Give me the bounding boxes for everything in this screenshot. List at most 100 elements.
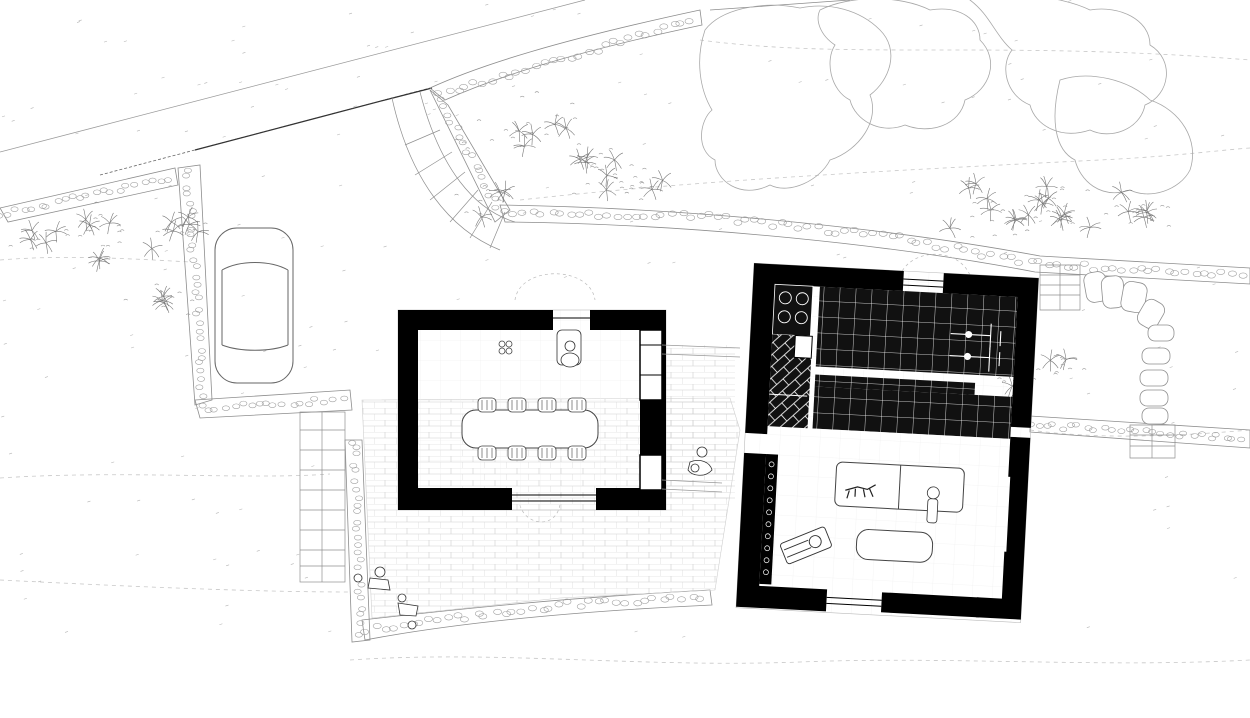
plant-leaf xyxy=(1008,210,1016,220)
stone-icon xyxy=(506,608,516,615)
plant-icon xyxy=(959,177,980,199)
lawn-mark xyxy=(37,308,41,310)
stone-icon xyxy=(931,244,941,251)
stone-icon xyxy=(454,124,463,131)
plant-leaf xyxy=(19,239,31,244)
plant-leaf xyxy=(1135,212,1147,216)
plant-leaf xyxy=(187,212,199,218)
lawn-mark xyxy=(902,83,906,86)
plant-leaf xyxy=(1146,202,1150,213)
lawn-mark xyxy=(8,452,13,455)
lawn-mark xyxy=(1196,266,1201,269)
plant-icon xyxy=(572,117,578,119)
lawn-mark xyxy=(135,553,139,556)
plant-icon xyxy=(597,164,618,187)
stone-icon xyxy=(295,400,304,407)
plant-icon xyxy=(1059,188,1065,191)
plant-leaf xyxy=(99,258,111,262)
stone-icon xyxy=(468,152,477,158)
stone-icon xyxy=(562,598,572,605)
plant-leaf xyxy=(1036,200,1039,211)
person-icon xyxy=(556,329,582,368)
plant-leaf xyxy=(478,206,482,217)
stone-icon xyxy=(670,20,680,27)
plant-leaf xyxy=(570,159,580,166)
lawn-mark xyxy=(103,40,108,43)
plant-icon xyxy=(29,247,35,250)
side-steps xyxy=(1039,264,1176,459)
wall-stones xyxy=(0,18,1248,638)
lawn-mark xyxy=(1221,134,1225,137)
stone-icon xyxy=(1156,430,1164,437)
stone-icon xyxy=(802,223,812,230)
stone-icon xyxy=(478,613,488,620)
stone-icon xyxy=(196,335,205,341)
plant-leaf xyxy=(55,231,67,235)
lawn-mark xyxy=(111,461,115,464)
stone-icon xyxy=(1107,427,1116,433)
plant-leaf xyxy=(1135,209,1147,212)
plant-leaf xyxy=(89,225,100,231)
plant-leaf xyxy=(651,189,657,200)
lawn-mark xyxy=(643,93,648,96)
plant-icon xyxy=(497,199,502,201)
chair-slats xyxy=(481,400,493,410)
lawn-mark xyxy=(1157,346,1161,349)
plant-leaf xyxy=(162,228,174,232)
plant-leaf xyxy=(169,230,174,242)
garden-plants xyxy=(1,0,1239,638)
lawn-mark xyxy=(682,635,686,638)
stone-icon xyxy=(484,192,493,199)
plant-leaf xyxy=(968,184,980,189)
plant-icon xyxy=(1079,216,1102,238)
stone-icon xyxy=(488,78,498,85)
link-corridor xyxy=(661,344,741,493)
sofa xyxy=(834,461,965,513)
plant-leaf xyxy=(20,228,33,231)
lawn-mark xyxy=(1098,83,1102,85)
plant-leaf xyxy=(584,162,588,174)
plant-leaf xyxy=(96,260,100,272)
lawn-mark xyxy=(1014,39,1018,42)
plant-leaf xyxy=(1023,204,1029,215)
stone-icon xyxy=(352,526,360,532)
plant-icon xyxy=(1051,197,1057,200)
plant-leaf xyxy=(643,189,653,197)
plant-leaf xyxy=(184,224,190,235)
stone-icon xyxy=(352,487,361,493)
stone-icon xyxy=(204,407,213,413)
plant-leaf xyxy=(1042,196,1052,204)
plant-leaf xyxy=(182,216,189,227)
plant-leaf xyxy=(1012,209,1017,221)
plant-icon xyxy=(119,229,125,231)
plant-leaf xyxy=(30,239,34,251)
chair-slats xyxy=(571,448,583,458)
plant-leaf xyxy=(481,213,492,218)
plant-leaf xyxy=(1028,195,1039,201)
stone-icon xyxy=(602,212,611,219)
plant-leaf xyxy=(532,134,542,143)
stone-icon xyxy=(199,393,208,399)
stone-icon xyxy=(1238,272,1248,279)
stone-icon xyxy=(198,348,206,354)
plant-leaf xyxy=(544,121,556,125)
lawn-mark xyxy=(647,262,651,264)
plant-leaf xyxy=(606,179,609,191)
stone-icon xyxy=(186,231,195,237)
plant-icon xyxy=(77,235,83,237)
plant-leaf xyxy=(614,159,622,169)
lawn-mark xyxy=(185,354,189,357)
stone-icon xyxy=(1142,427,1151,433)
stone-icon xyxy=(611,599,621,606)
lawn-mark xyxy=(213,558,217,561)
plant-leaf xyxy=(1121,189,1133,193)
lawn-mark xyxy=(296,553,300,556)
plant-leaf xyxy=(1086,227,1091,238)
dog-icon xyxy=(845,484,876,499)
plant-icon xyxy=(476,119,482,121)
plant-leaf xyxy=(39,233,47,244)
plant-icon xyxy=(972,202,977,204)
plant-leaf xyxy=(164,302,170,314)
plant-icon xyxy=(489,139,495,141)
plant-icon xyxy=(576,143,582,145)
